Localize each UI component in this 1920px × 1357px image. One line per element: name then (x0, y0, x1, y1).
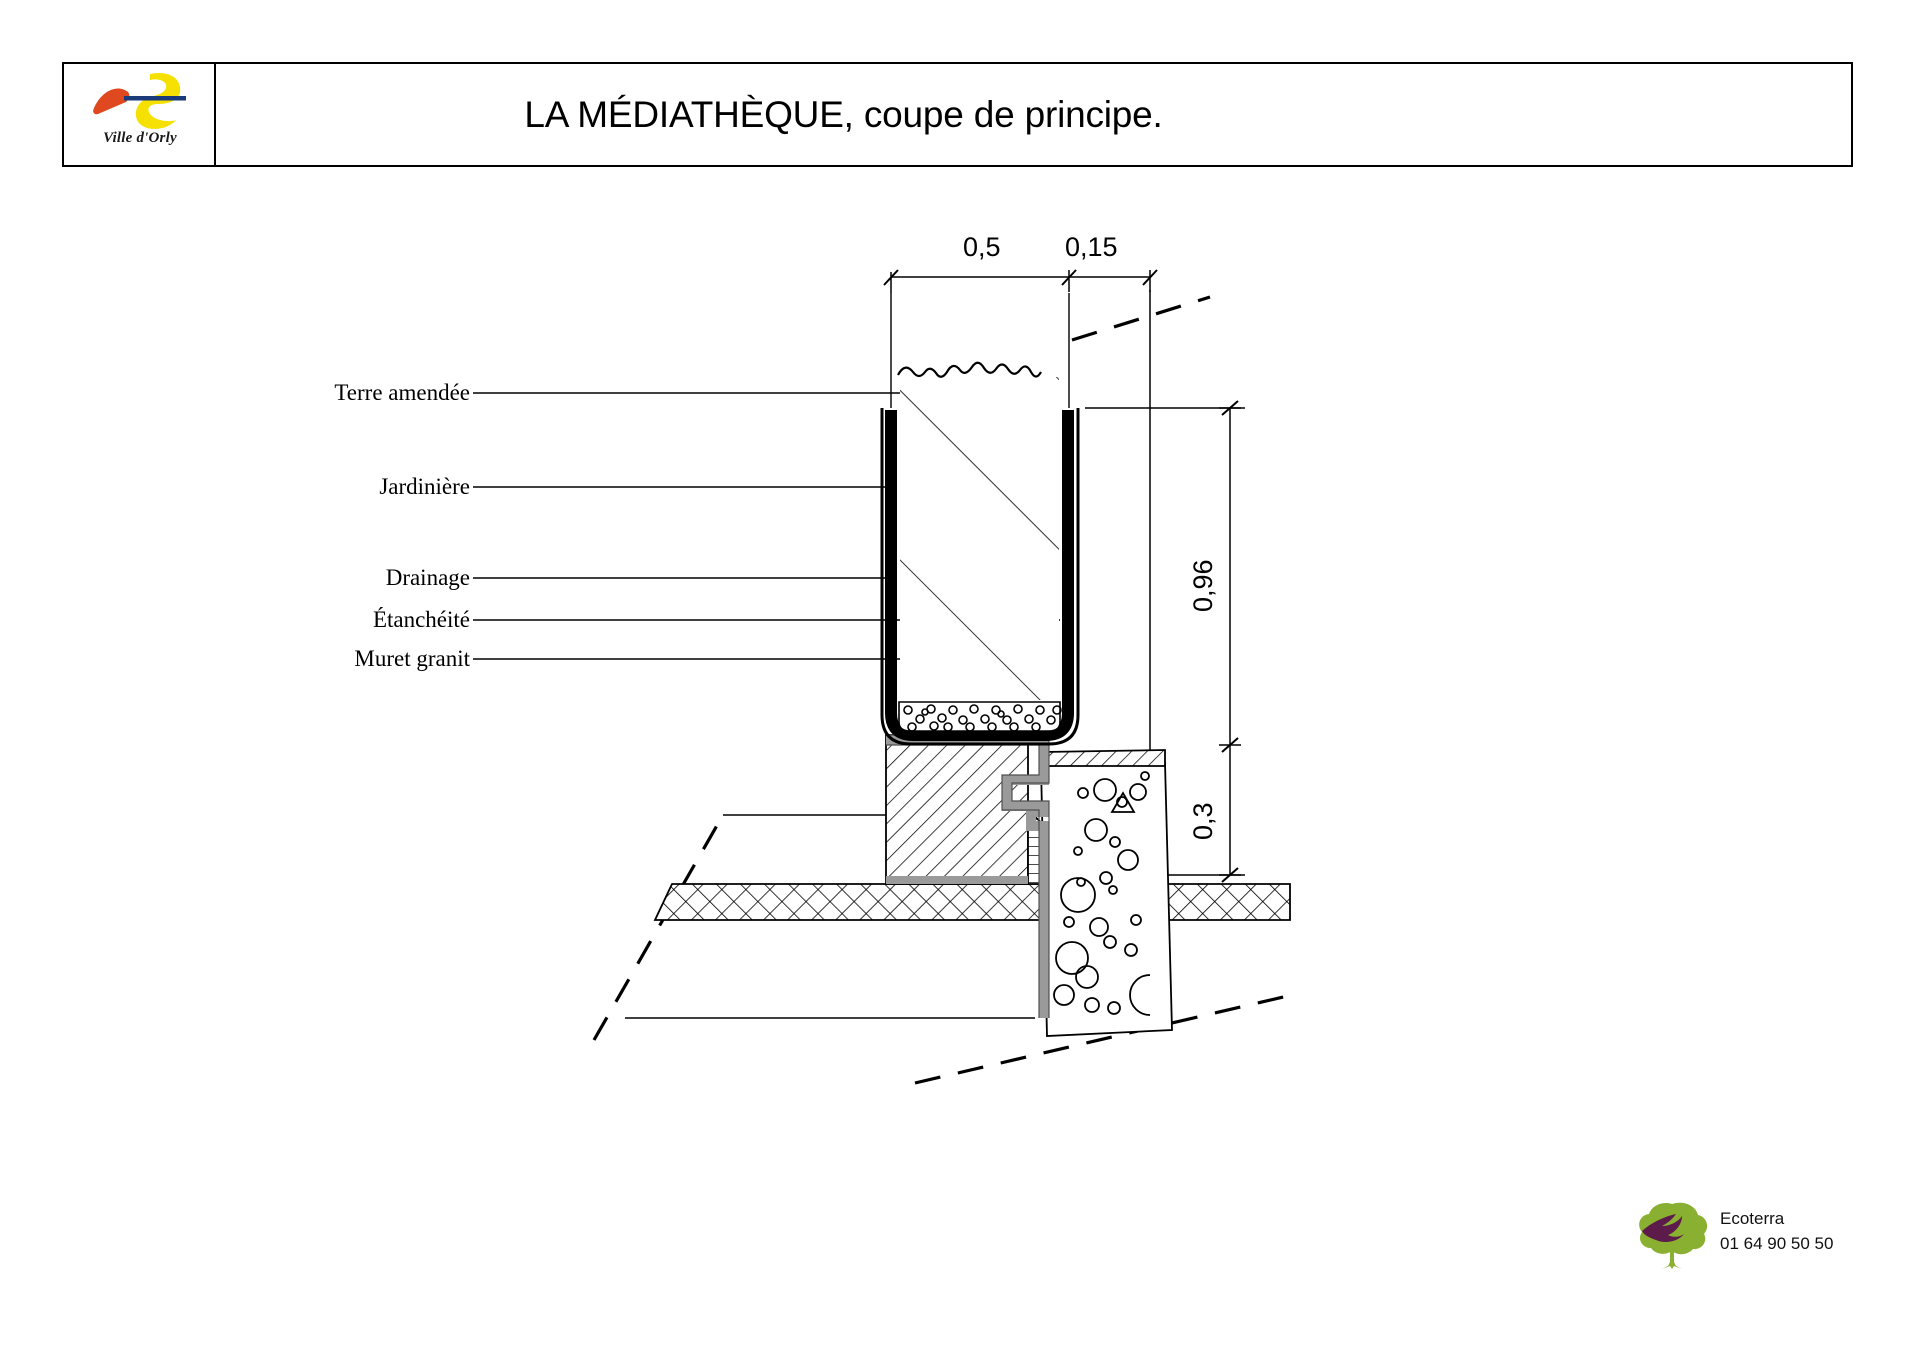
label-drainage: Drainage (385, 565, 470, 590)
logo-caption: Ville d'Orly (103, 130, 177, 146)
logo-cell: Ville d'Orly (64, 64, 216, 165)
dimension-width-coping: 0,15 (1065, 232, 1118, 262)
aggregate-circles (1053, 771, 1151, 1016)
dimension-height-wall: 0,3 (1188, 802, 1218, 840)
label-etancheite: Étanchéité (372, 607, 470, 632)
label-jardiniere: Jardinière (379, 474, 470, 499)
jardiniere-shell (880, 408, 1080, 746)
dimension-width-planter: 0,5 (963, 232, 1001, 262)
witness-lines (890, 293, 1070, 408)
foundation-slab (653, 883, 1291, 921)
ecoterra-text-block: Ecoterra 01 64 90 50 50 (1720, 1206, 1833, 1256)
drainage-layer (898, 701, 1062, 732)
ecoterra-logo: Ecoterra 01 64 90 50 50 (1632, 1200, 1882, 1270)
terre-amendee-fill (897, 361, 1059, 700)
ecoterra-phone: 01 64 90 50 50 (1720, 1234, 1834, 1253)
ville-dorly-logo-icon (93, 72, 186, 129)
gravel-circles (903, 704, 1062, 732)
terrain-dashed-lines (592, 295, 1293, 1085)
label-terre-amendee: Terre amendée (334, 380, 470, 405)
label-muret-granit: Muret granit (354, 646, 470, 671)
concrete-wall (1040, 749, 1173, 1037)
tree-icon (1639, 1202, 1708, 1269)
title-block: Ville d'Orly LA MÉDIATHÈQUE, coupe de pr… (62, 62, 1853, 167)
page-title: LA MÉDIATHÈQUE, coupe de principe. (524, 93, 1163, 135)
dimension-height-planter: 0,96 (1188, 559, 1218, 612)
ecoterra-company: Ecoterra (1720, 1209, 1785, 1228)
etancheite-membrane (886, 735, 1049, 1018)
